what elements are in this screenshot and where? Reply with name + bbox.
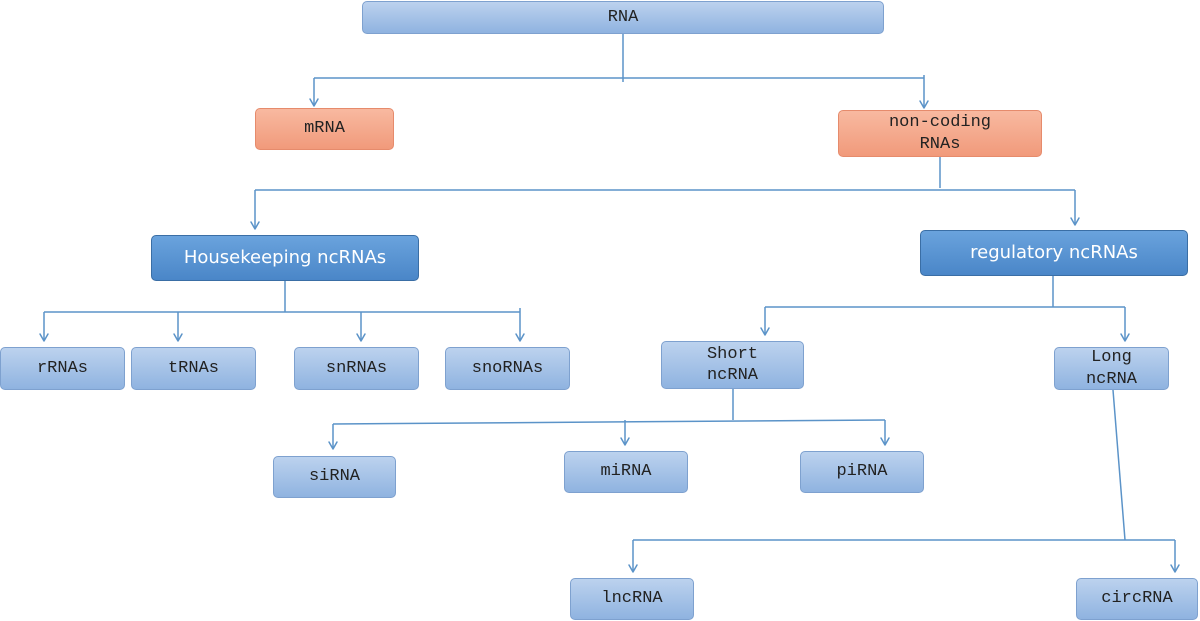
mrna-node: mRNA	[255, 108, 394, 150]
circrna-node: circRNA	[1076, 578, 1198, 620]
housekeeping-ncrnas-node: Housekeeping ncRNAs	[151, 235, 419, 281]
trnas-node: tRNAs	[131, 347, 256, 390]
regulatory-ncrnas-node: regulatory ncRNAs	[920, 230, 1188, 276]
mirna-node: miRNA	[564, 451, 688, 493]
sirna-node: siRNA	[273, 456, 396, 498]
rna-root-node: RNA	[362, 1, 884, 34]
short-ncrna-node: Short ncRNA	[661, 341, 804, 389]
snrnas-node: snRNAs	[294, 347, 419, 390]
lncrna-node: lncRNA	[570, 578, 694, 620]
long-ncrna-node: Long ncRNA	[1054, 347, 1169, 390]
snornas-node: snoRNAs	[445, 347, 570, 390]
rrnas-node: rRNAs	[0, 347, 125, 390]
pirna-node: piRNA	[800, 451, 924, 493]
non-coding-rnas-node: non-coding RNAs	[838, 110, 1042, 157]
